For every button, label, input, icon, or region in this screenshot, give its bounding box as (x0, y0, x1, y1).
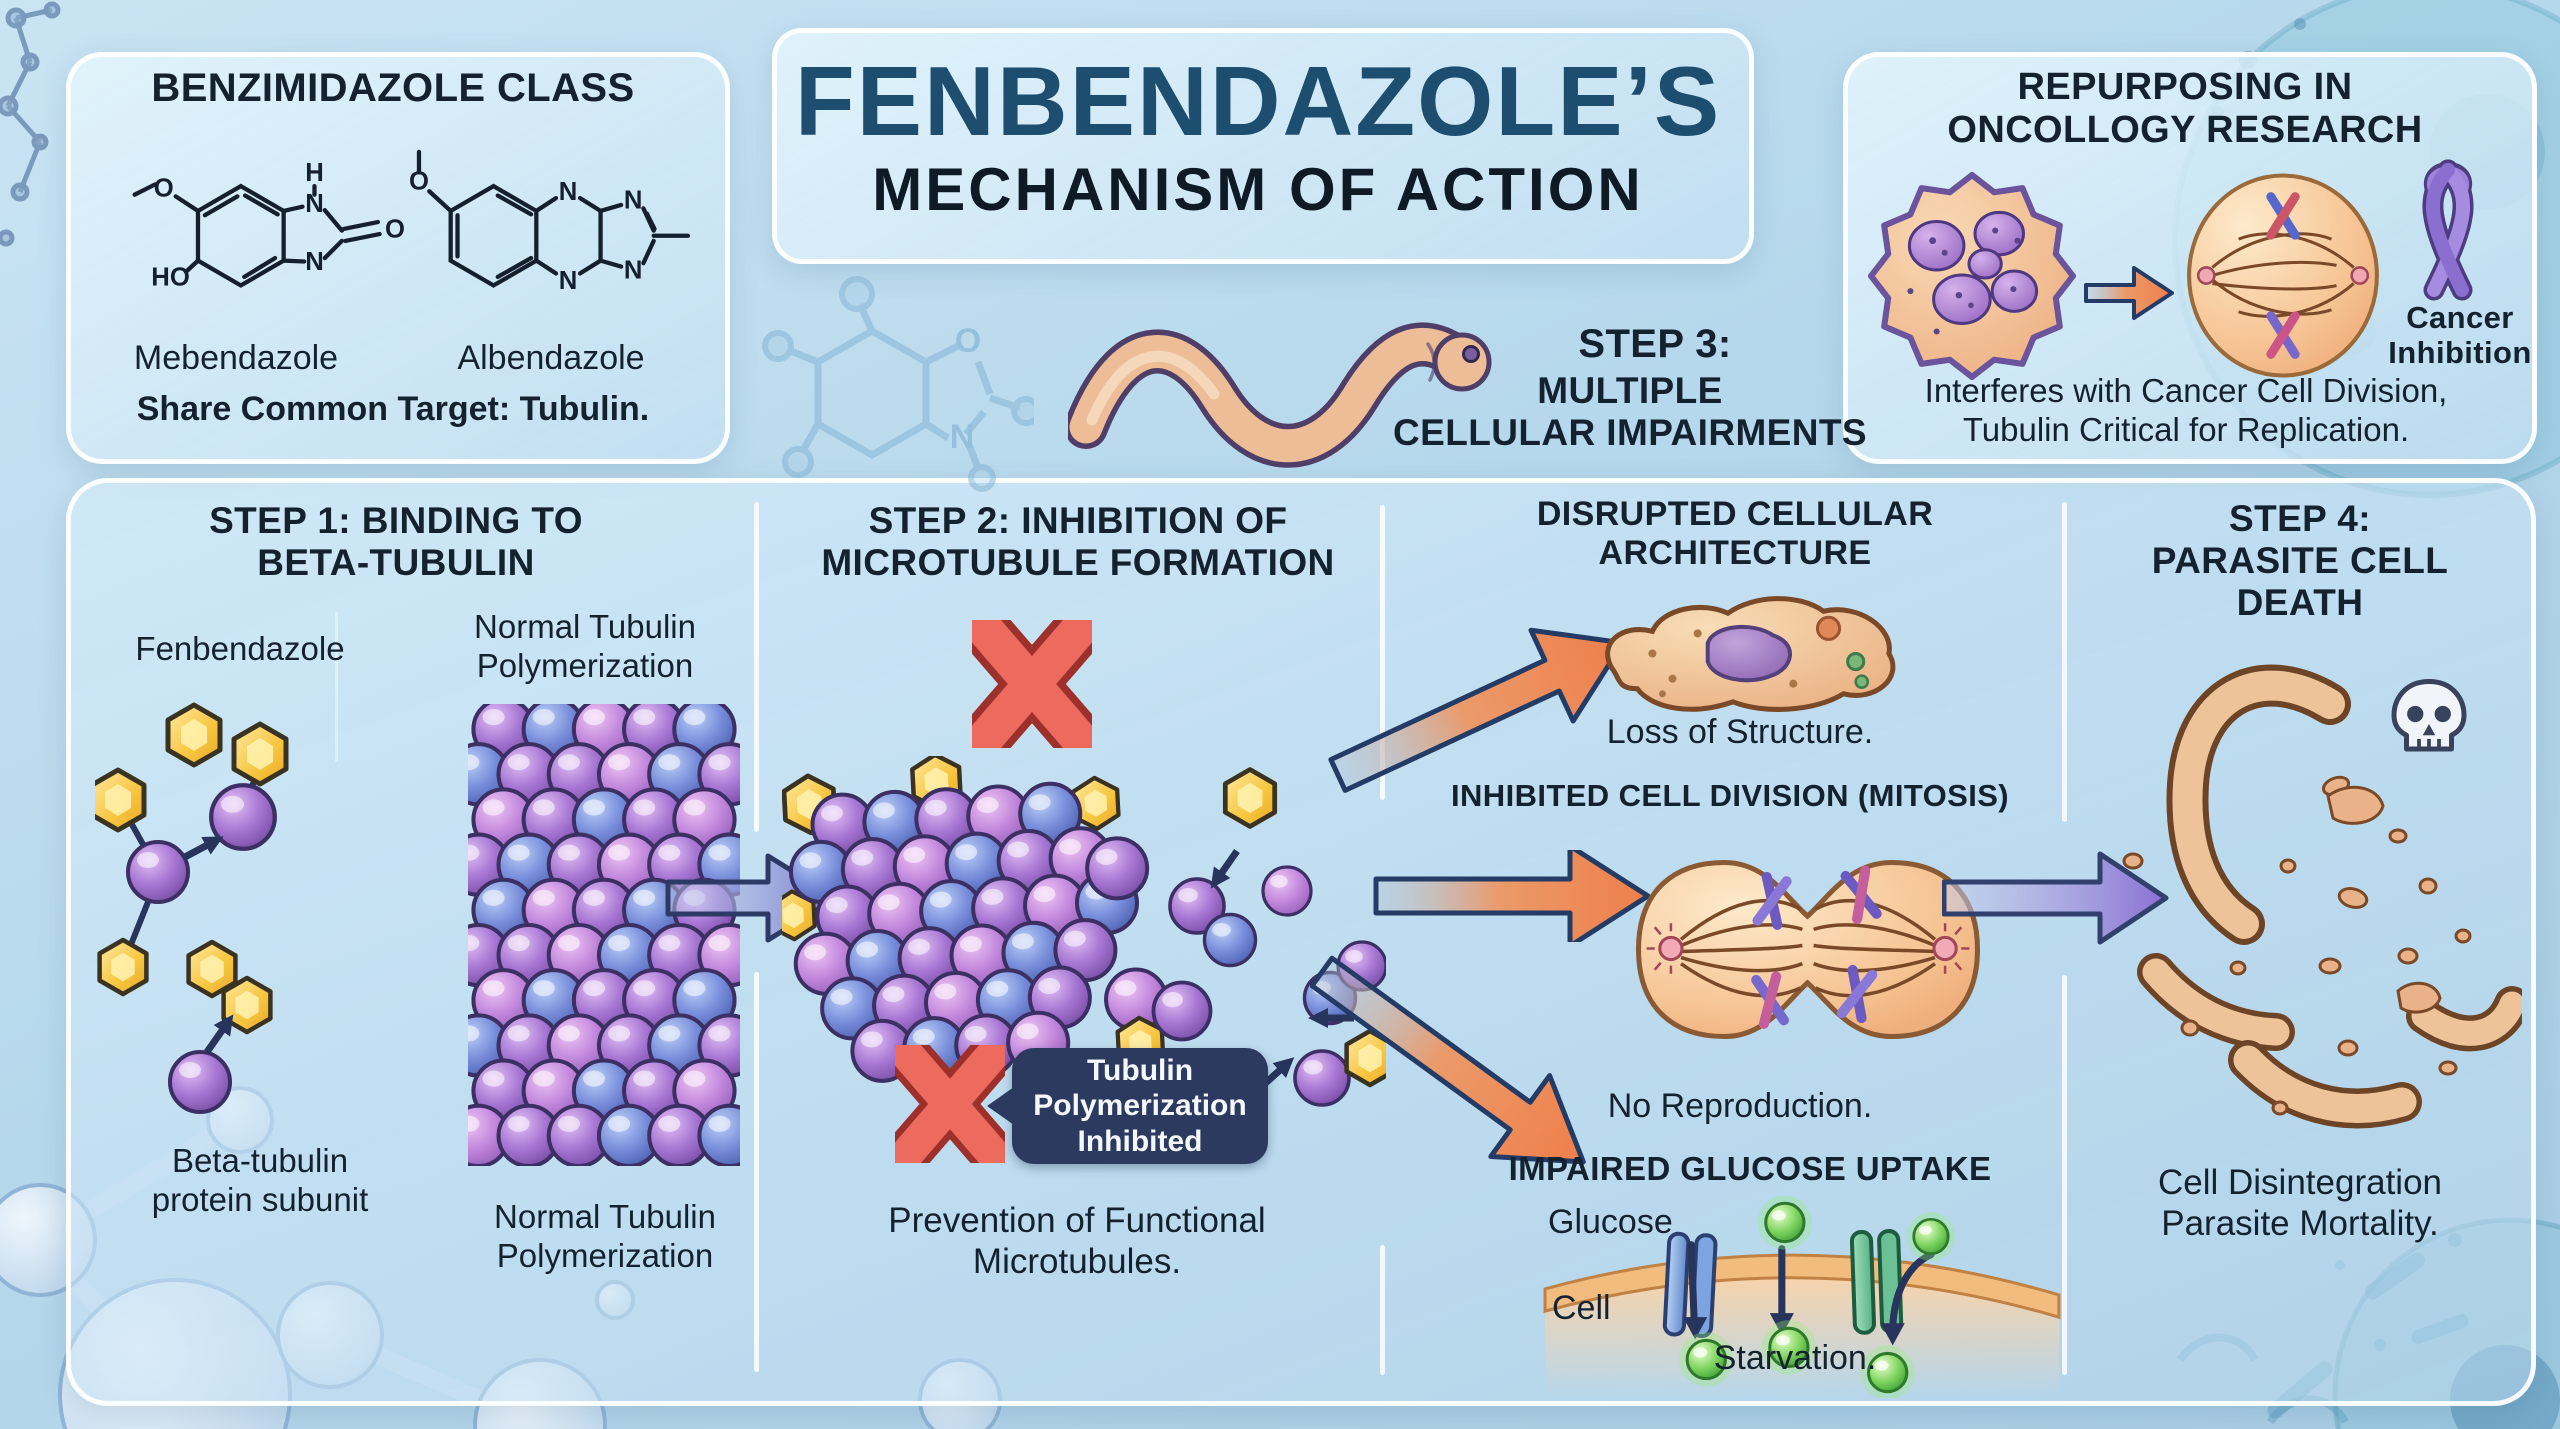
step2-title: STEP 2: INHIBITION OF MICROTUBULE FORMAT… (821, 500, 1335, 584)
worm-fragments-icon (2122, 664, 2522, 1129)
orange-arrow-up-icon (1328, 627, 1626, 793)
mitosis-cell-icon (2187, 173, 2379, 378)
step4-title: STEP 4: PARASITE CELL DEATH (2151, 498, 2449, 624)
oncology-title: REPURPOSING IN ONCOLLOGY RESEARCH (1947, 66, 2423, 152)
ribbon-label: Cancer Inhibition (2388, 300, 2532, 371)
svg-text:O: O (955, 322, 981, 360)
architecture-caption: Loss of Structure. (1606, 713, 1874, 751)
divider-step1-step2 (754, 502, 759, 832)
cancer-cell-icon (1868, 172, 2076, 380)
orange-arrow-middle-icon (1373, 850, 1651, 942)
svg-text:N: N (624, 186, 643, 214)
step2-caption: Prevention of Functional Microtubules. (888, 1201, 1266, 1282)
benzimidazole-panel (66, 52, 730, 464)
svg-text:HO: HO (151, 263, 190, 291)
mitosis-title: INHIBITED CELL DIVISION (MITOSIS) (1450, 778, 2010, 813)
normal-polymerization-top-label: Normal Tubulin Polymerization (474, 608, 696, 684)
svg-text:N: N (305, 190, 324, 218)
glucose-caption: Starvation. (1713, 1339, 1877, 1377)
fenbendazole-binding-icon (95, 692, 429, 1114)
step1-title: STEP 1: BINDING TO BETA-TUBULIN (209, 500, 583, 584)
mebendazole-label: Mebendazole (133, 339, 339, 377)
divider-step3-step4b (2062, 975, 2067, 1375)
step4-caption: Cell Disintegration Parasite Mortality. (2157, 1163, 2443, 1244)
beta-tubulin-label: Beta-tubulin protein subunit (151, 1142, 369, 1218)
cell-label: Cell (1552, 1289, 1611, 1327)
architecture-title: DISRUPTED CELLULAR ARCHITECTURE (1536, 495, 1934, 572)
svg-text:H: H (305, 159, 324, 187)
svg-text:N: N (559, 267, 578, 295)
divider-step3-step4 (2062, 502, 2067, 822)
title-panel (772, 28, 1754, 264)
step3-header-line1: STEP 3: (1578, 322, 1732, 366)
divider-step2-step3b (1380, 1245, 1385, 1375)
main-title: FENBENDAZOLE’S (794, 46, 1722, 156)
divider-step1-inner (335, 612, 338, 762)
faint-molecule-icon: ON (762, 276, 1034, 492)
skull-icon (2391, 679, 2467, 752)
glucose-title: IMPAIRED GLUCOSE UPTAKE (1508, 1150, 1992, 1187)
svg-text:O: O (409, 168, 429, 196)
red-x-top-icon (972, 620, 1092, 748)
mitosis-blocked-icon (1635, 859, 1981, 1040)
normal-polymerization-bottom-label: Normal Tubulin Polymerization (494, 1198, 716, 1274)
amoeba-cell-icon (1605, 596, 1896, 712)
benzimidazole-caption: Share Common Target: Tubulin. (136, 390, 650, 428)
svg-text:N: N (559, 178, 578, 206)
fenbendazole-label: Fenbendazole (135, 630, 345, 667)
svg-text:N: N (305, 248, 324, 276)
svg-text:O: O (154, 174, 174, 202)
glucose-membrane-icon (1543, 1196, 2061, 1398)
glucose-label: Glucose (1548, 1203, 1673, 1241)
main-subtitle: MECHANISM OF ACTION (872, 156, 1644, 223)
worm-icon (1068, 322, 1492, 468)
inhibited-badge: Tubulin Polymerization Inhibited (987, 1048, 1268, 1164)
step3-header-rest: MULTIPLE CELLULAR IMPAIRMENTS (1393, 370, 1867, 454)
svg-text:O: O (385, 215, 405, 243)
benzimidazole-title: BENZIMIDAZOLE CLASS (151, 66, 635, 110)
mitosis-caption: No Reproduction. (1607, 1087, 1873, 1125)
svg-text:N: N (950, 418, 975, 456)
cancer-ribbon-icon (2422, 159, 2474, 301)
arrow-right-icon (2084, 266, 2174, 320)
divider-step1-step2b (754, 972, 759, 1372)
divider-step2-step3 (1380, 505, 1385, 800)
orange-arrow-down-icon (1310, 955, 1586, 1165)
oncology-caption: Interferes with Cancer Cell Division, Tu… (1924, 372, 2448, 448)
svg-text:N: N (624, 257, 643, 285)
step3-to-step4-arrow-icon (1942, 851, 2169, 945)
albendazole-label: Albendazole (457, 339, 645, 377)
